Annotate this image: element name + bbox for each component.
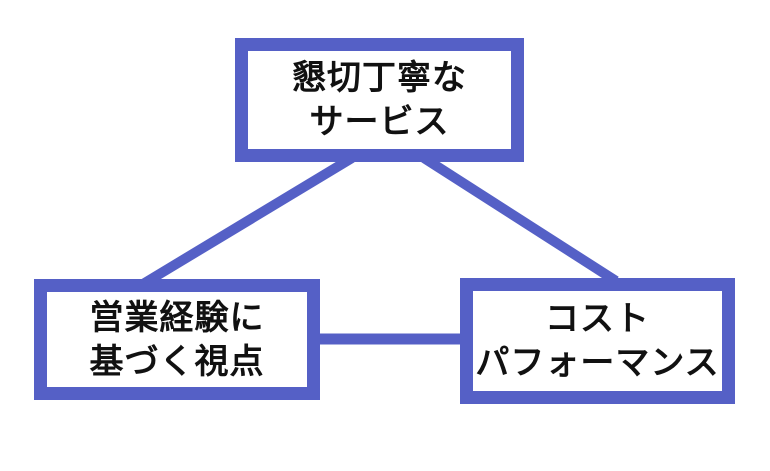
node-cost-performance-label-line1: コスト xyxy=(545,300,650,338)
node-sales-experience-label-line1: 営業経験に xyxy=(89,298,265,337)
node-cost-performance-label-line2: パフォーマンス xyxy=(475,344,720,382)
connector-service-to-sales-experience xyxy=(140,153,355,289)
node-sales-experience-label-line2: 基づく視点 xyxy=(89,342,265,381)
node-sales-experience: 営業経験に 基づく視点 xyxy=(34,279,320,400)
node-service: 懇切丁寧な サービス xyxy=(235,38,524,162)
node-cost-performance: コスト パフォーマンス xyxy=(460,278,735,404)
node-service-label-line2: サービス xyxy=(309,103,450,141)
connector-service-to-cost-performance xyxy=(421,153,619,286)
node-service-label-line1: 懇切丁寧な xyxy=(292,59,467,97)
